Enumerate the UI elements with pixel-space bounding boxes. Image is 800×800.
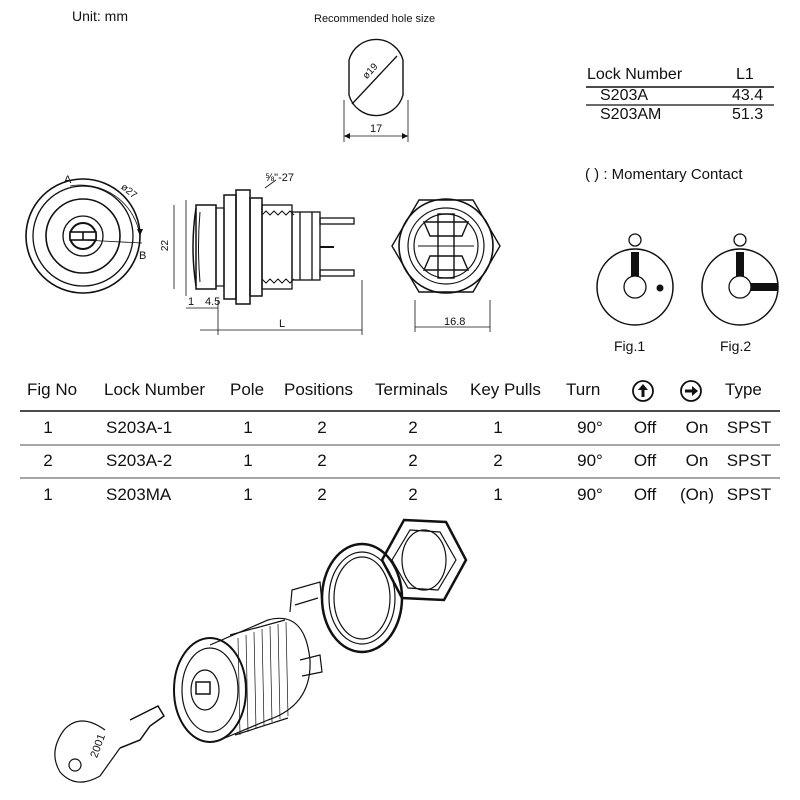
spec-row-2-key-pulls: 2 bbox=[493, 451, 503, 470]
front-label-b: B bbox=[139, 250, 147, 262]
fig1-drawing bbox=[596, 233, 674, 326]
spec-row-3-fig-no: 1 bbox=[43, 485, 53, 504]
spec-row-2-up-state: Off bbox=[633, 451, 657, 470]
spec-row-1-right-state: On bbox=[685, 418, 709, 437]
spec-row-2-pole: 1 bbox=[243, 451, 253, 470]
l1-row-1-value: 43.4 bbox=[732, 87, 764, 104]
spec-header-positions: Positions bbox=[284, 380, 353, 399]
spec-row-1-pole: 1 bbox=[243, 418, 253, 437]
hole-width: 17 bbox=[370, 123, 383, 135]
momentary-note: ( ) : Momentary Contact bbox=[585, 166, 743, 183]
side-thread: ⅝"-27 bbox=[265, 172, 294, 184]
arrow-up-icon bbox=[632, 380, 654, 402]
spec-row-2-fig-no: 2 bbox=[43, 451, 53, 470]
spec-row-1-lock-number: S203A-1 bbox=[106, 418, 173, 437]
spec-row-3-positions: 2 bbox=[317, 485, 327, 504]
back-view-drawing bbox=[391, 198, 501, 332]
unit-label: Unit: mm bbox=[72, 8, 128, 24]
spec-row-1-terminals: 2 bbox=[408, 418, 418, 437]
side-dim-1: 1 bbox=[188, 296, 195, 308]
hole-title: Recommended hole size bbox=[314, 13, 436, 25]
fig2-drawing bbox=[701, 233, 779, 326]
spec-row-3-lock-number: S203MA bbox=[106, 485, 172, 504]
spec-row-2-turn: 90° bbox=[577, 451, 603, 470]
spec-row-3-terminals: 2 bbox=[408, 485, 418, 504]
side-dim-45: 4.5 bbox=[205, 296, 221, 308]
spec-row-3-turn: 90° bbox=[577, 485, 603, 504]
spec-row-2-right-state: On bbox=[685, 451, 709, 470]
spec-row-1-fig-no: 1 bbox=[43, 418, 53, 437]
arrow-right-icon bbox=[680, 380, 702, 402]
fig2-caption: Fig.2 bbox=[720, 338, 752, 354]
side-height: 22 bbox=[160, 239, 172, 252]
side-view-drawing bbox=[173, 179, 363, 335]
l1-row-2-lock: S203AM bbox=[600, 106, 662, 123]
spec-row-2-positions: 2 bbox=[317, 451, 327, 470]
spec-row-1-key-pulls: 1 bbox=[493, 418, 503, 437]
l1-row-2-value: 51.3 bbox=[732, 106, 764, 123]
assembly-illustration bbox=[54, 518, 468, 783]
spec-row-1-type: SPST bbox=[726, 418, 772, 437]
spec-row-3-key-pulls: 1 bbox=[493, 485, 503, 504]
spec-header-lock-number: Lock Number bbox=[104, 380, 206, 399]
spec-row-3-pole: 1 bbox=[243, 485, 253, 504]
spec-header-type: Type bbox=[725, 380, 762, 399]
hole-drawing bbox=[343, 38, 409, 142]
spec-header-key-pulls: Key Pulls bbox=[470, 380, 541, 399]
spec-row-1-positions: 2 bbox=[317, 418, 327, 437]
spec-header-turn: Turn bbox=[566, 380, 601, 399]
spec-header-pole: Pole bbox=[230, 380, 265, 399]
front-view-drawing bbox=[25, 178, 143, 294]
side-dim-l: L bbox=[279, 318, 286, 330]
spec-row-1-turn: 90° bbox=[577, 418, 603, 437]
spec-header-terminals: Terminals bbox=[375, 380, 448, 399]
front-label-a: A bbox=[64, 174, 72, 186]
spec-row-2-terminals: 2 bbox=[408, 451, 418, 470]
l1-header-l1: L1 bbox=[736, 66, 754, 83]
l1-row-1-lock: S203A bbox=[600, 87, 649, 104]
fig1-caption: Fig.1 bbox=[614, 338, 646, 354]
spec-row-2-type: SPST bbox=[726, 451, 772, 470]
spec-row-3-right-state: (On) bbox=[680, 485, 714, 504]
l1-header-lock-number: Lock Number bbox=[587, 66, 683, 83]
spec-header-fig-no: Fig No bbox=[27, 380, 78, 399]
back-width: 16.8 bbox=[444, 316, 466, 328]
spec-row-3-up-state: Off bbox=[633, 485, 657, 504]
spec-row-2-lock-number: S203A-2 bbox=[106, 451, 173, 470]
spec-row-1-up-state: Off bbox=[633, 418, 657, 437]
spec-row-3-type: SPST bbox=[726, 485, 772, 504]
